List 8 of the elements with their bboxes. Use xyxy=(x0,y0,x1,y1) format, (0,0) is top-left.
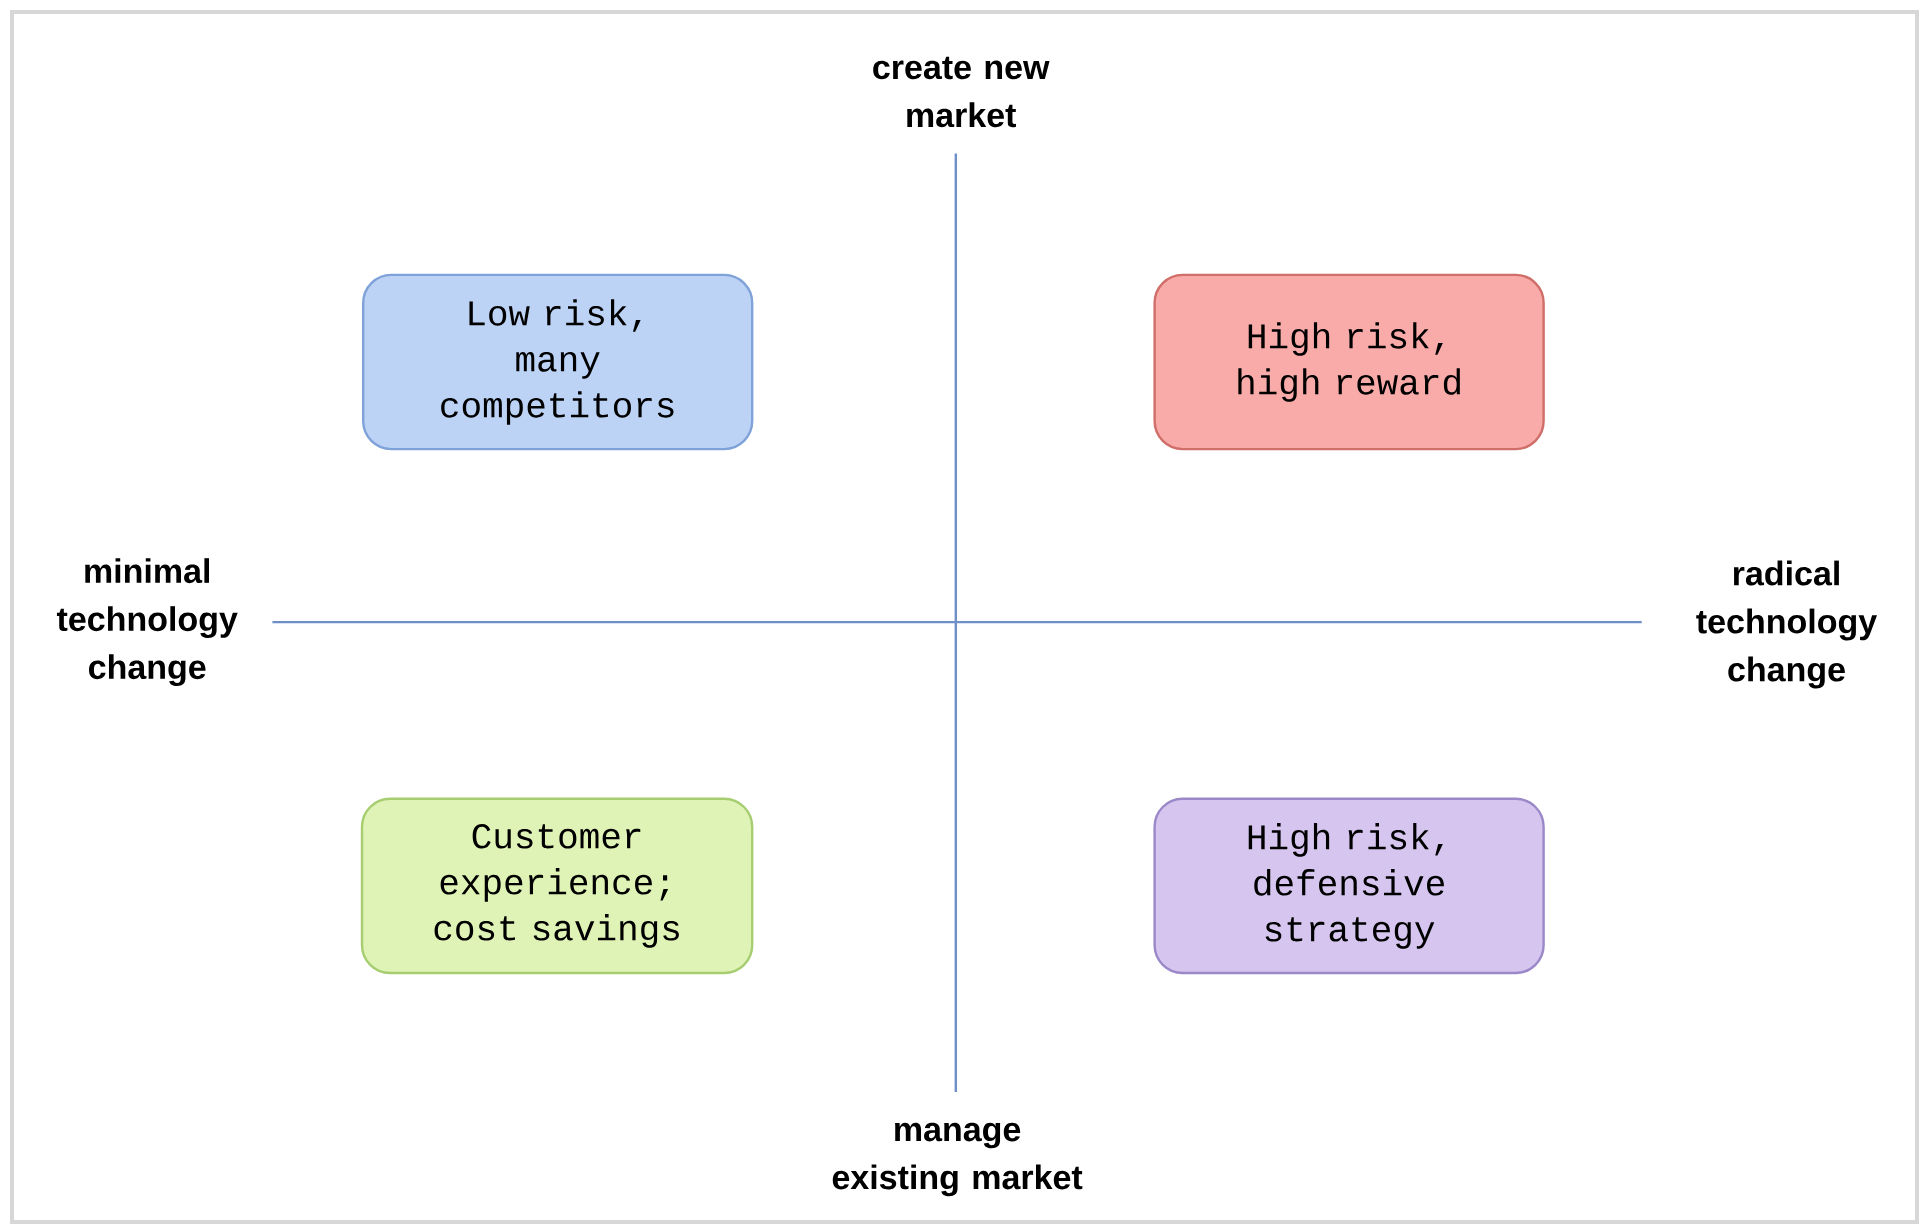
axis-label: minimal technology change xyxy=(56,558,238,687)
axis-label: create new market xyxy=(873,56,1050,128)
quadrant-box: Customer experience; cost savings xyxy=(360,797,754,975)
axis-label: radical technology change xyxy=(1696,560,1877,689)
quadrant-box: High risk, high reward xyxy=(1153,273,1545,451)
axis-label: manage existing market xyxy=(832,1122,1083,1197)
quadrant-box: Low risk, many competitors xyxy=(362,273,754,451)
quadrant-box: High risk, defensive strategy xyxy=(1153,797,1545,975)
